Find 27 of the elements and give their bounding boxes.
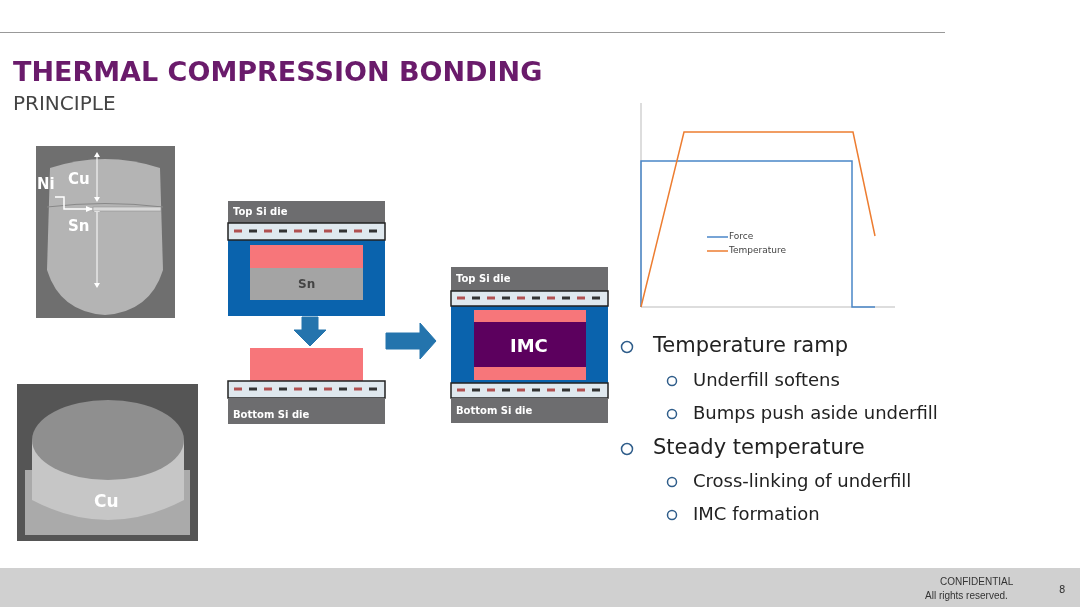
die-label: Bottom Si die [233, 410, 310, 420]
bullet-text: Steady temperature [653, 437, 865, 458]
die-label: Bottom Si die [456, 406, 533, 416]
nickel-layer [92, 206, 162, 212]
bullet-text: Underfill softens [693, 371, 840, 389]
leader-line [54, 196, 93, 212]
photo-label: Cu [68, 172, 90, 187]
photo-label: Sn [68, 219, 90, 234]
slide-title: THERMAL COMPRESSION BONDING [13, 58, 543, 85]
bullet-text: Cross-linking of underfill [693, 472, 912, 490]
die-label: Top Si die [456, 274, 511, 284]
layer-label: IMC [510, 337, 548, 355]
photo-label: Cu [94, 493, 119, 510]
legend-label: Force [729, 232, 754, 241]
bullet-text: Bumps push aside underfill [693, 404, 938, 422]
footer-text: All rights reserved. [925, 591, 1008, 601]
layer-label: Sn [298, 278, 316, 290]
footer-text: CONFIDENTIAL [940, 577, 1014, 587]
leader-text: Ni [37, 177, 55, 192]
page-number: 8 [1059, 585, 1066, 595]
block-arrow [385, 322, 437, 360]
slide-subtitle: PRINCIPLE [13, 93, 116, 113]
die-label: Top Si die [233, 207, 288, 217]
block-arrow [293, 316, 327, 347]
bullet-text: Temperature ramp [653, 335, 848, 356]
legend-label: Temperature [729, 246, 786, 255]
bullet-text: IMC formation [693, 505, 820, 523]
